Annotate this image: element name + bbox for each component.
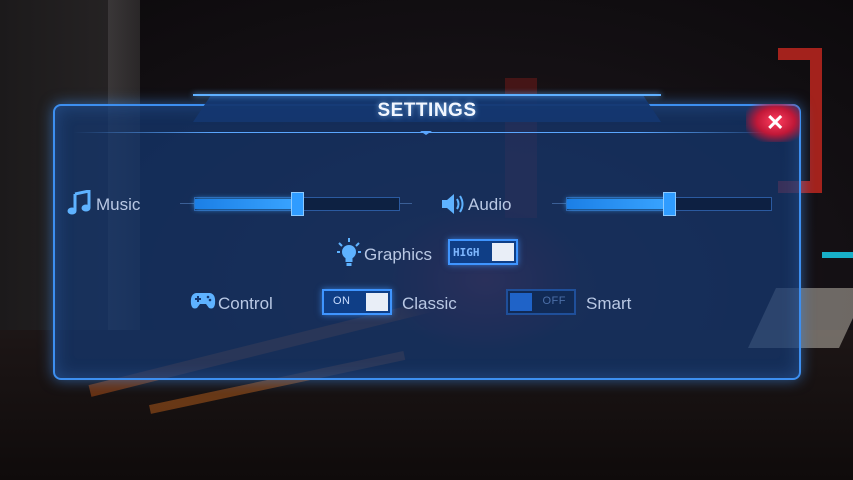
settings-title-tab: SETTINGS [193,94,661,122]
music-note-icon [67,189,91,221]
music-track-line [400,203,412,204]
music-label: Music [96,195,141,214]
classic-control-toggle[interactable]: ON [322,289,392,315]
music-slider[interactable] [194,192,400,216]
close-button[interactable]: ✕ [746,104,800,142]
classic-toggle-text: ON [333,295,351,307]
background-neon-strip [822,252,853,258]
gamepad-icon [190,292,216,315]
music-slider-thumb[interactable] [291,192,304,216]
graphics-toggle-text: HIGH [453,246,480,259]
audio-slider[interactable] [566,192,772,216]
graphics-quality-toggle[interactable]: HIGH [448,239,518,265]
audio-track-line [552,203,566,204]
title-tab-edge [193,94,661,96]
settings-panel [53,104,801,380]
smart-control-toggle[interactable]: OFF [506,289,576,315]
audio-label: Audio [468,195,512,214]
classic-toggle-knob [366,293,388,311]
graphics-label: Graphics [364,245,433,264]
settings-title: SETTINGS [377,100,477,121]
title-divider-notch [420,131,432,135]
close-icon: ✕ [766,110,785,135]
music-slider-fill [195,199,297,209]
audio-slider-fill [567,199,669,209]
smart-toggle-knob [510,293,532,311]
music-track-line [180,203,194,204]
graphics-toggle-knob [492,243,514,261]
lightbulb-icon [337,238,361,273]
smart-toggle-text: OFF [542,295,566,307]
audio-slider-thumb[interactable] [663,192,676,216]
classic-label: Classic [402,294,457,313]
speaker-icon [440,193,466,220]
smart-label: Smart [586,294,632,313]
control-label: Control [218,294,273,313]
